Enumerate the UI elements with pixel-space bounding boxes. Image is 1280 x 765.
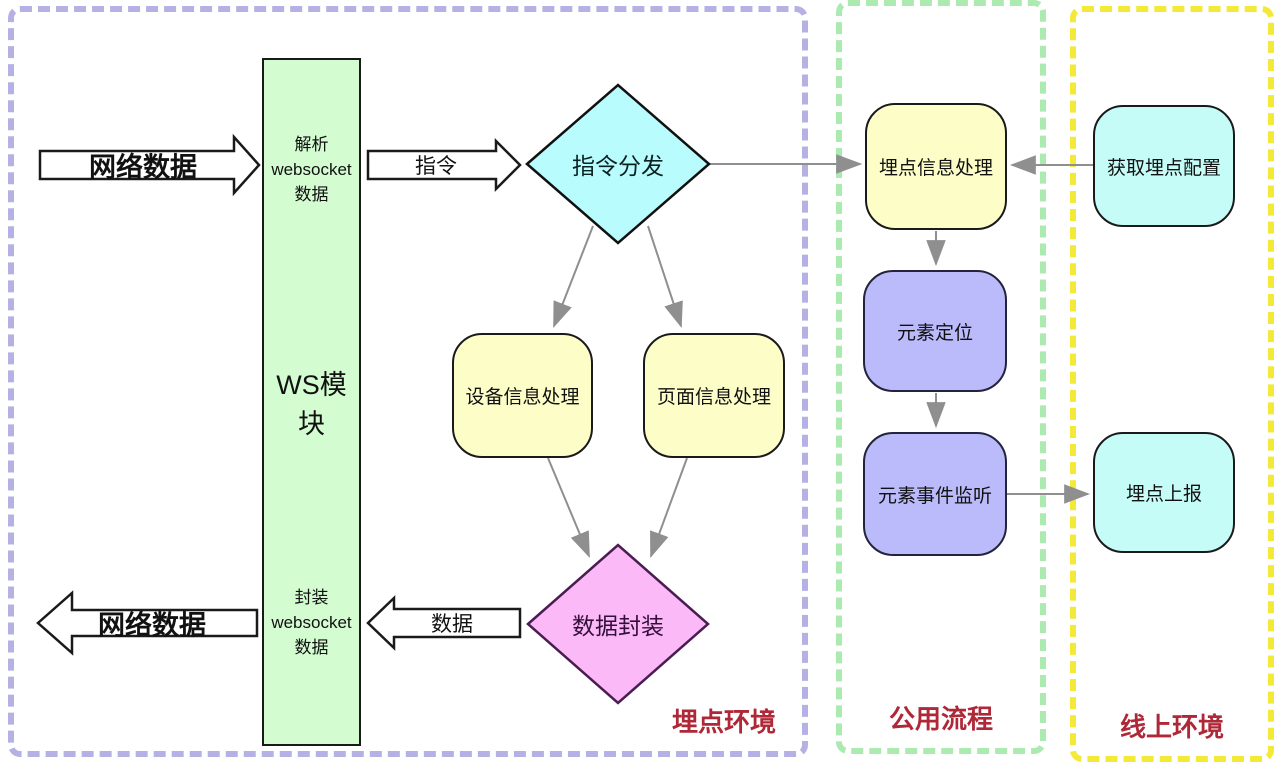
ws-module: 解析 websocket 数据 WS模块 封装 websocket 数据 [262,58,361,746]
data-out-arrow-label: 数据 [431,613,473,636]
node-element-listen-label: 元素事件监听 [877,485,992,507]
region-common-flow: 公用流程 [836,0,1046,754]
ws-parse-note-line2: websocket [271,160,352,179]
ws-parse-note-line3: 数据 [294,185,329,204]
ws-pack-note-line2: websocket [271,613,352,632]
node-get-tracking-config-label: 获取埋点配置 [1106,157,1221,179]
node-tracking-info: 埋点信息处理 [865,103,1007,230]
command-arrow-label: 指令 [415,155,457,178]
node-data-package-label: 数据封装 [572,613,664,639]
node-tracking-report: 埋点上报 [1093,432,1235,553]
node-page-info-label: 页面信息处理 [656,387,771,408]
node-device-info-label: 设备信息处理 [465,387,580,408]
ws-module-title: WS模块 [276,370,347,439]
node-element-locate-label: 元素定位 [896,322,973,344]
ws-pack-note-line3: 数据 [294,638,329,657]
region-tracking-env-label: 埋点环境 [671,707,776,737]
node-get-tracking-config: 获取埋点配置 [1093,105,1235,227]
region-tracking-env: 埋点环境 [8,6,808,757]
node-element-locate: 元素定位 [863,270,1007,392]
region-online-env-label: 线上环境 [1119,712,1224,742]
ws-pack-note-line1: 封装 [294,588,329,607]
ws-module-pack-note: 封装 websocket 数据 [264,585,359,660]
node-command-dispatch-label: 指令分发 [572,153,664,179]
network-in-arrow-label: 网络数据 [89,152,197,183]
node-page-info: 页面信息处理 [643,333,785,458]
node-device-info: 设备信息处理 [452,333,593,458]
ws-module-parse-note: 解析 websocket 数据 [264,132,359,207]
region-common-flow-label: 公用流程 [888,704,993,734]
network-out-arrow-label: 网络数据 [98,610,206,641]
node-tracking-report-label: 埋点上报 [1125,484,1202,505]
ws-parse-note-line1: 解析 [294,135,329,154]
node-element-listen: 元素事件监听 [863,432,1007,556]
region-online-env: 线上环境 [1070,6,1274,762]
node-tracking-info-label: 埋点信息处理 [878,158,993,179]
